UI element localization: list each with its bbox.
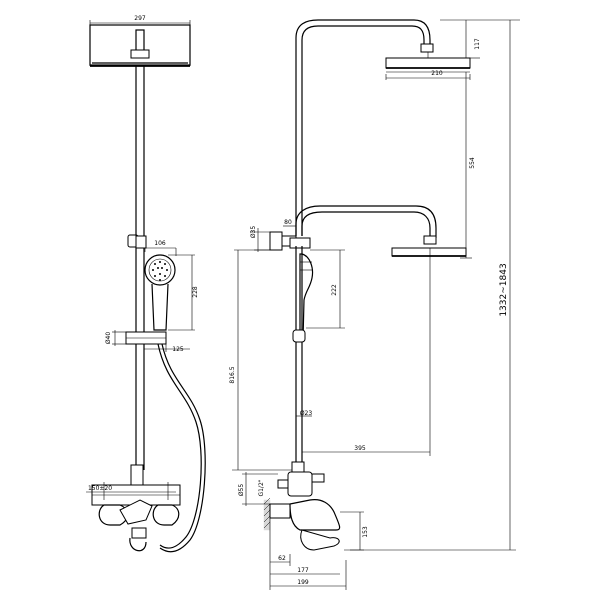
rain-shower-head-side — [385, 52, 471, 73]
head-height-label: 117 — [474, 38, 481, 50]
bracket-diameter-label: Ø35 — [250, 226, 257, 239]
spout-height-label: 153 — [362, 526, 369, 538]
total-height-label: 1332~1843 — [499, 263, 509, 316]
arm-projection-dimension: 554 — [460, 72, 476, 259]
reach-label: 395 — [354, 445, 366, 452]
hand-length-label: 222 — [331, 284, 338, 296]
handheld-height-dimension: 228 — [168, 254, 199, 331]
bar-length-dimension: 816.5 — [229, 249, 294, 471]
slide-offset-dimension: 125 — [144, 344, 190, 353]
pipe-diameter-dimension: Ø23 — [296, 410, 312, 417]
hand-length-dimension: 222 — [306, 249, 345, 329]
wall-bracket-upper: 80 Ø35 — [250, 219, 311, 252]
bar-length-label: 816.5 — [229, 366, 236, 383]
head-diameter-dimension: 210 — [385, 70, 471, 80]
handheld-width-label: 106 — [154, 240, 166, 247]
handheld-shower-side — [292, 253, 314, 343]
handheld-width-dimension: 106 — [144, 240, 177, 256]
slide-diameter-label: Ø40 — [105, 332, 112, 345]
mixer-centers-label: 150±20 — [88, 485, 112, 492]
shower-hose-front — [159, 343, 206, 553]
spout-offset-label: 62 — [278, 555, 286, 562]
depth-199-label: 199 — [297, 579, 309, 586]
spout-height-dimension: 153 — [340, 511, 369, 551]
front-view: 297 — [86, 15, 206, 553]
slide-offset-label: 125 — [172, 346, 184, 353]
bottom-dimensions: 62 177 199 — [269, 518, 347, 590]
thread-label: G1/2" — [258, 479, 265, 496]
mixer-body-side — [263, 461, 341, 551]
depth-177-label: 177 — [297, 567, 309, 574]
second-shower-head-side — [391, 247, 467, 257]
connector-diameter-label: Ø55 — [238, 484, 245, 497]
handheld-holder-front — [127, 234, 147, 249]
slide-bracket-front — [125, 331, 167, 345]
side-view: 117 210 554 80 — [229, 19, 520, 590]
mixer-centers-dimension: 150±20 — [86, 482, 176, 500]
reach-dimension: 395 — [302, 248, 431, 456]
handheld-shower-front — [144, 254, 176, 331]
arm-top-label: 80 — [284, 219, 292, 226]
handheld-height-label: 228 — [192, 286, 199, 298]
connector-diameter-dimension: Ø55 G1/2" — [238, 472, 278, 506]
head-width-label: 297 — [134, 15, 146, 22]
rain-shower-head-front — [89, 24, 191, 67]
slide-diameter-dimension: Ø40 — [105, 330, 126, 346]
arm-projection-label: 554 — [469, 157, 476, 169]
head-diameter-label: 210 — [431, 70, 443, 77]
head-height-dimension: 117 — [440, 19, 481, 59]
pipe-diameter-label: Ø23 — [300, 410, 313, 417]
total-height-dimension: 1332~1843 — [350, 19, 520, 551]
upper-arm-pipe — [295, 19, 431, 236]
mixer-body-front — [91, 464, 181, 552]
lower-arm-pipe — [301, 211, 431, 238]
